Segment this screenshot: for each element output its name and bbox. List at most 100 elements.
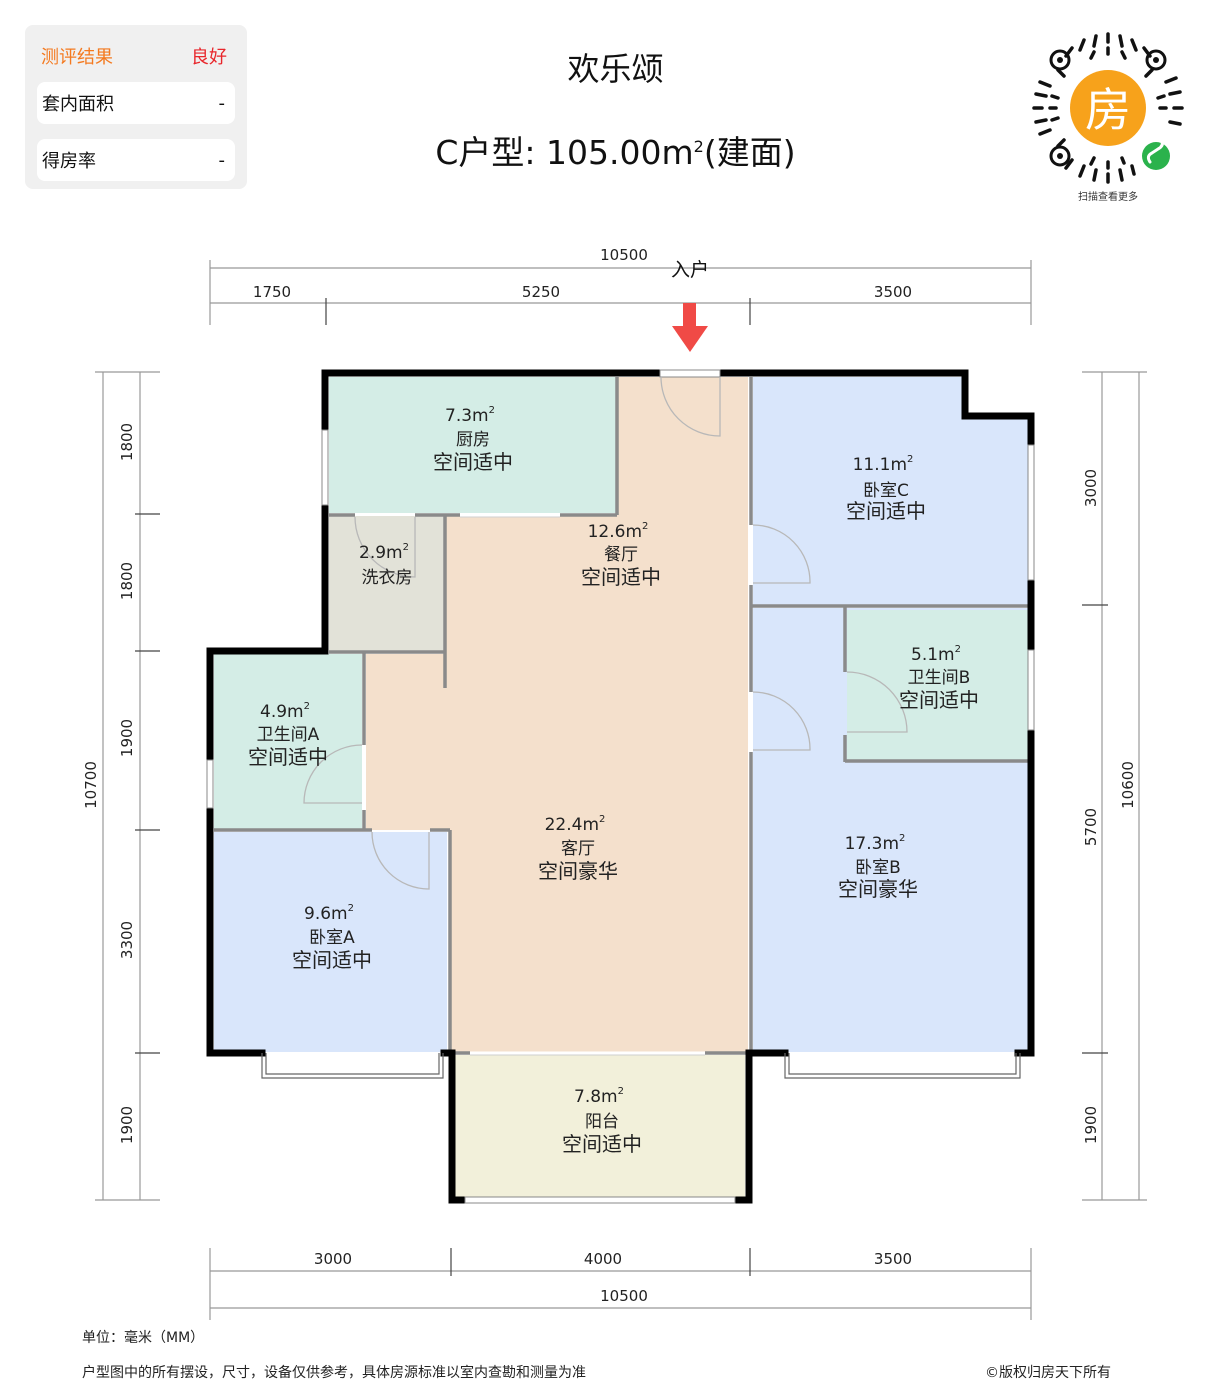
inner-area-value: - [218, 92, 226, 114]
kitchen-room[interactable] [329, 377, 616, 513]
svg-text:空间适中: 空间适中 [899, 688, 979, 712]
svg-text:空间适中: 空间适中 [581, 565, 661, 589]
svg-text:12.6m2: 12.6m2 [588, 521, 649, 542]
top-dimension-3: 3500 [874, 283, 912, 301]
entrance-label: 入户 [671, 259, 709, 281]
svg-text:空间豪华: 空间豪华 [838, 877, 918, 901]
disclaimer: 户型图中的所有摆设，尺寸，设备仅供参考，具体房源标准以室内查勘和测量为准 [82, 1365, 586, 1381]
room-labels: 7.3m2 厨房 空间适中 2.9m2 洗衣房 12.6m2 餐厅 空间适中 1… [248, 405, 979, 1156]
svg-text:空间适中: 空间适中 [846, 499, 926, 523]
svg-text:4.9m2: 4.9m2 [260, 701, 310, 722]
entrance-arrow-icon [672, 303, 708, 352]
interior-walls [214, 377, 1028, 1055]
bottom-dimension-1: 3000 [314, 1250, 352, 1268]
door-swings [303, 376, 908, 890]
svg-text:空间适中: 空间适中 [292, 948, 372, 972]
inner-area-label: 套内面积 [42, 94, 114, 115]
svg-text:阳台: 阳台 [585, 1112, 619, 1132]
left-dimension-1: 1800 [118, 423, 136, 461]
left-dimension-3: 1900 [118, 719, 136, 757]
top-dimension-1: 1750 [253, 283, 291, 301]
bathroom-b-door-icon [846, 671, 908, 733]
svg-text:7.3m2: 7.3m2 [445, 405, 495, 426]
project-name: 欢乐颂 [567, 50, 664, 88]
left-total-dimension: 10700 [82, 761, 100, 809]
exterior-walls [206, 369, 1035, 1204]
svg-text:空间豪华: 空间豪华 [538, 859, 618, 883]
evaluation-header: 测评结果 良好 [41, 43, 227, 68]
svg-text:卧室C: 卧室C [863, 481, 909, 501]
svg-text:卫生间B: 卫生间B [908, 668, 971, 688]
usable-ratio-row: 得房率 - [37, 139, 235, 181]
svg-text:卫生间A: 卫生间A [257, 725, 320, 745]
unit-type-sup: 2 [693, 137, 704, 156]
usable-ratio-label: 得房率 [42, 151, 96, 172]
living-dining-room[interactable] [366, 377, 748, 1052]
evaluation-title: 测评结果 [41, 47, 113, 68]
bottom-dimension-3: 3500 [874, 1250, 912, 1268]
evaluation-result: 良好 [191, 47, 227, 68]
qr-logo-glyph: 房 [1085, 83, 1131, 137]
left-dimension-5: 1900 [118, 1106, 136, 1144]
qr-dashes-icon [1032, 32, 1184, 184]
svg-text:2.9m2: 2.9m2 [359, 542, 409, 563]
svg-text:22.4m2: 22.4m2 [545, 814, 606, 835]
right-dimension-3: 1900 [1082, 1106, 1100, 1144]
qr-finder-icon [1049, 49, 1167, 167]
bedroom-c-room[interactable] [753, 377, 1028, 605]
svg-text:厨房: 厨房 [456, 430, 490, 450]
windows [206, 369, 1035, 1204]
bathroom-a-room[interactable] [214, 654, 362, 829]
usable-ratio-value: - [218, 149, 226, 171]
qr-caption: 扫描查看更多 [1078, 192, 1138, 203]
top-dimension-lines [209, 260, 1032, 325]
left-dimension-2: 1800 [118, 562, 136, 600]
svg-text:空间适中: 空间适中 [433, 450, 513, 474]
balcony-room[interactable] [453, 1055, 745, 1200]
svg-text:餐厅: 餐厅 [604, 545, 638, 565]
sliding-door-tracks [460, 516, 705, 1056]
svg-text:5.1m2: 5.1m2 [911, 644, 961, 665]
bathroom-b-room[interactable] [847, 610, 1028, 760]
unit-note: 单位：毫米（MM） [82, 1330, 205, 1346]
inner-area-row: 套内面积 - [37, 82, 235, 124]
room-fills [214, 377, 1028, 1200]
bay-windows [261, 1053, 1021, 1079]
entrance-door-icon [660, 376, 721, 437]
bedroom-a-door-icon [371, 831, 430, 890]
bottom-total-dimension: 10500 [600, 1287, 648, 1305]
left-dimension-4: 3300 [118, 921, 136, 959]
right-dimension-1: 3000 [1082, 469, 1100, 507]
bedroom-a-room[interactable] [214, 832, 447, 1052]
unit-type-title: C户型: 105.00m2(建面) [0, 126, 1231, 174]
svg-text:空间适中: 空间适中 [248, 745, 328, 769]
svg-text:9.6m2: 9.6m2 [304, 903, 354, 924]
sliding-doors [460, 513, 705, 1055]
right-dimension-2: 5700 [1082, 808, 1100, 846]
left-dimension-lines [95, 371, 160, 1201]
qr-code[interactable]: 房 [1028, 28, 1188, 188]
svg-text:洗衣房: 洗衣房 [362, 568, 413, 588]
svg-text:17.3m2: 17.3m2 [845, 833, 906, 854]
evaluation-card: 测评结果 良好 套内面积 - 得房率 - [25, 25, 247, 189]
laundry-room[interactable] [329, 516, 444, 651]
svg-text:卧室B: 卧室B [855, 858, 901, 878]
right-total-dimension: 10600 [1119, 761, 1137, 809]
bedroom-c-door-icon [752, 524, 811, 584]
svg-text:客厅: 客厅 [561, 839, 595, 859]
unit-type-suffix: (建面) [703, 133, 796, 172]
laundry-door-icon [354, 516, 416, 578]
bottom-dimension-2: 4000 [584, 1250, 622, 1268]
top-dimension-2: 5250 [522, 283, 560, 301]
svg-text:卧室A: 卧室A [309, 928, 355, 948]
bedroom-b-door-icon [752, 691, 811, 751]
svg-text:11.1m2: 11.1m2 [853, 454, 914, 475]
qr-logo-icon [1070, 70, 1146, 146]
bathroom-a-door-icon [303, 744, 363, 804]
copyright: ©版权归房天下所有 [985, 1365, 1111, 1381]
unit-type-prefix: C户型: 105.00m [435, 133, 694, 172]
bottom-dimension-lines [209, 1248, 1032, 1320]
svg-text:7.8m2: 7.8m2 [574, 1086, 624, 1107]
svg-text:空间适中: 空间适中 [562, 1132, 642, 1156]
